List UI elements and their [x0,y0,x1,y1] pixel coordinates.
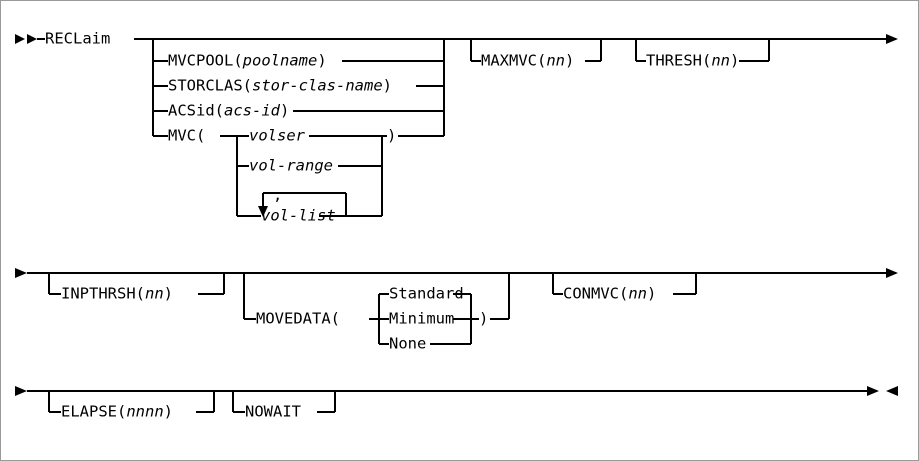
option-maxmvc: MAXMVC(nn) [481,53,574,69]
conmvc-argument: nn [628,284,647,303]
option-elapse: ELAPSE(nnnn) [61,404,173,420]
option-mvcpool: MVCPOOL(poolname) [168,53,327,69]
elapse-keyword: ELAPSE( [61,402,127,421]
vollist-loop-arrow [258,206,268,217]
option-mvc-keyword: MVC( [168,126,206,145]
storclas-close-paren: ) [382,76,392,95]
row2-start-arrow [15,268,27,278]
mvc-arg-vol-list: vol-list [261,208,336,224]
maxmvc-argument: nn [546,51,565,70]
mvc-arg-volser: volser [249,128,305,144]
row3-start-arrow [15,386,27,396]
maxmvc-keyword: MAXMVC( [481,51,547,70]
mvc-close-paren: ) [387,126,397,145]
inpthrsh-close-paren: ) [163,284,174,303]
thresh-keyword: THRESH( [646,51,712,70]
row3-end-arrow-left [886,386,898,396]
inpthrsh-keyword: INPTHRSH( [61,284,145,303]
elapse-argument: nnnn [126,402,164,421]
option-conmvc: CONMVC(nn) [563,286,656,302]
movedata-choice-standard: Standard [389,284,464,303]
inpthrsh-argument: nn [145,284,164,303]
option-nowait: NOWAIT [245,402,301,421]
option-acsid: ACSid(acs-id) [168,103,289,119]
option-inpthrsh: INPTHRSH(nn) [61,286,173,302]
conmvc-close-paren: ) [647,284,657,303]
keyword-reclaim: RECLaim [45,29,111,48]
conmvc-keyword: CONMVC( [563,284,629,303]
storclas-argument: stor-clas-name [252,76,383,95]
option-storclas: STORCLAS(stor-clas-name) [168,78,392,94]
vol-list-text: vol-list [261,206,336,225]
row1-end-arrow [886,34,898,44]
maxmvc-close-paren: ) [565,51,575,70]
storclas-keyword: STORCLAS( [168,76,252,95]
elapse-close-paren: ) [163,402,173,421]
row2-end-arrow [886,268,898,278]
row3-end-arrow-right [867,386,879,396]
movedata-choice-none: None [389,334,427,353]
vol-range-text: vol-range [249,156,333,175]
thresh-close-paren: ) [730,51,740,70]
mvcpool-argument: poolname [242,51,318,70]
thresh-argument: nn [711,51,730,70]
acsid-close-paren: ) [280,101,290,120]
start-arrow-1a [15,34,25,44]
start-arrow-1b [27,34,37,44]
option-movedata-keyword: MOVEDATA( [256,309,340,328]
mvcpool-close-paren: ) [317,51,327,70]
movedata-choice-minimum: Minimum [389,309,455,328]
acsid-argument: acs-id [224,101,280,120]
option-thresh: THRESH(nn) [646,53,739,69]
mvcpool-keyword: MVCPOOL( [168,51,243,70]
volser-text: volser [249,126,305,145]
vol-list-separator-comma: , [273,186,283,204]
mvc-arg-vol-range: vol-range [249,158,333,174]
movedata-close-paren: ) [479,309,489,328]
acsid-keyword: ACSid( [168,101,224,120]
